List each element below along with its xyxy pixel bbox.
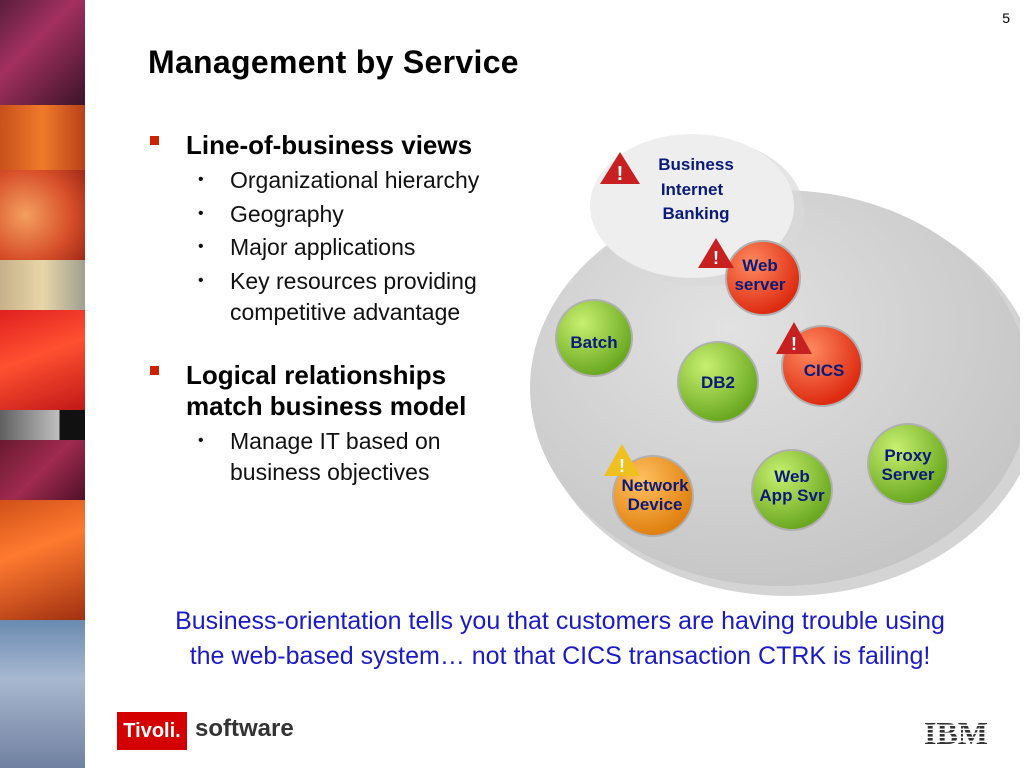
node-cics[interactable]: ! CICS <box>776 322 863 407</box>
node-web-app-server[interactable]: Web App Svr <box>751 449 833 531</box>
service-label-line3: Banking <box>662 204 729 223</box>
bullet-label: Logical relationships <box>186 360 447 390</box>
slide-title: Management by Service <box>148 44 519 80</box>
software-label: software <box>195 715 294 742</box>
svg-text:IBM: IBM <box>924 715 988 748</box>
caption-line2: the web-based system… not that CICS tran… <box>189 642 931 670</box>
service-alert-icon: ! <box>600 152 640 185</box>
node-network-device[interactable]: ! Network Device <box>604 444 694 537</box>
strip-tile-red-abstract <box>0 310 85 410</box>
strip-tile-pattern <box>0 0 85 105</box>
ibm-logo: IBM <box>924 715 988 748</box>
node-web-server[interactable]: ! Web server <box>698 238 801 316</box>
service-label-line2: Internet <box>661 180 724 199</box>
caption: Business-orientation tells you that cust… <box>110 604 1010 674</box>
service-circle[interactable] <box>590 134 794 278</box>
strip-tile-clocks <box>0 170 85 260</box>
tivoli-logo: Tivoli. <box>117 712 187 750</box>
svg-text:Proxy: Proxy <box>884 446 932 465</box>
bullet-label: Line-of-business views <box>186 130 473 160</box>
svg-text:Network: Network <box>621 476 689 495</box>
strip-tile-orange-road <box>0 500 85 620</box>
page-number: 5 <box>1002 10 1010 26</box>
svg-text:!: ! <box>617 163 624 185</box>
decorative-image-strip <box>0 0 85 768</box>
svg-text:App Svr: App Svr <box>759 486 825 505</box>
node-batch[interactable]: Batch <box>555 299 633 377</box>
svg-text:!: ! <box>713 248 719 268</box>
bullet-square-icon <box>150 136 159 145</box>
service-label-line1: Business <box>658 155 734 174</box>
node-db2[interactable]: DB2 <box>677 341 759 423</box>
svg-text:DB2: DB2 <box>701 373 735 392</box>
strip-tile-building <box>0 260 85 310</box>
svg-text:!: ! <box>619 456 625 476</box>
bullet-label-line2: match business model <box>186 391 467 421</box>
strip-tile-fence <box>0 105 85 170</box>
svg-text:!: ! <box>791 334 797 354</box>
strip-tile-magenta <box>0 440 85 500</box>
service-diagram: ! Business Internet Banking ! Web server… <box>530 134 1020 596</box>
bullet-square-icon <box>150 366 159 375</box>
svg-text:CICS: CICS <box>804 361 845 380</box>
strip-tile-satellite-dish <box>0 620 85 768</box>
svg-text:Web: Web <box>742 256 778 275</box>
node-proxy-server[interactable]: Proxy Server <box>867 423 949 505</box>
svg-text:Batch: Batch <box>570 333 617 352</box>
svg-text:Server: Server <box>882 465 935 484</box>
svg-text:Web: Web <box>774 467 810 486</box>
svg-text:server: server <box>734 275 785 294</box>
svg-text:Device: Device <box>628 495 683 514</box>
strip-tile-grey <box>0 410 85 440</box>
caption-line1: Business-orientation tells you that cust… <box>175 607 945 635</box>
